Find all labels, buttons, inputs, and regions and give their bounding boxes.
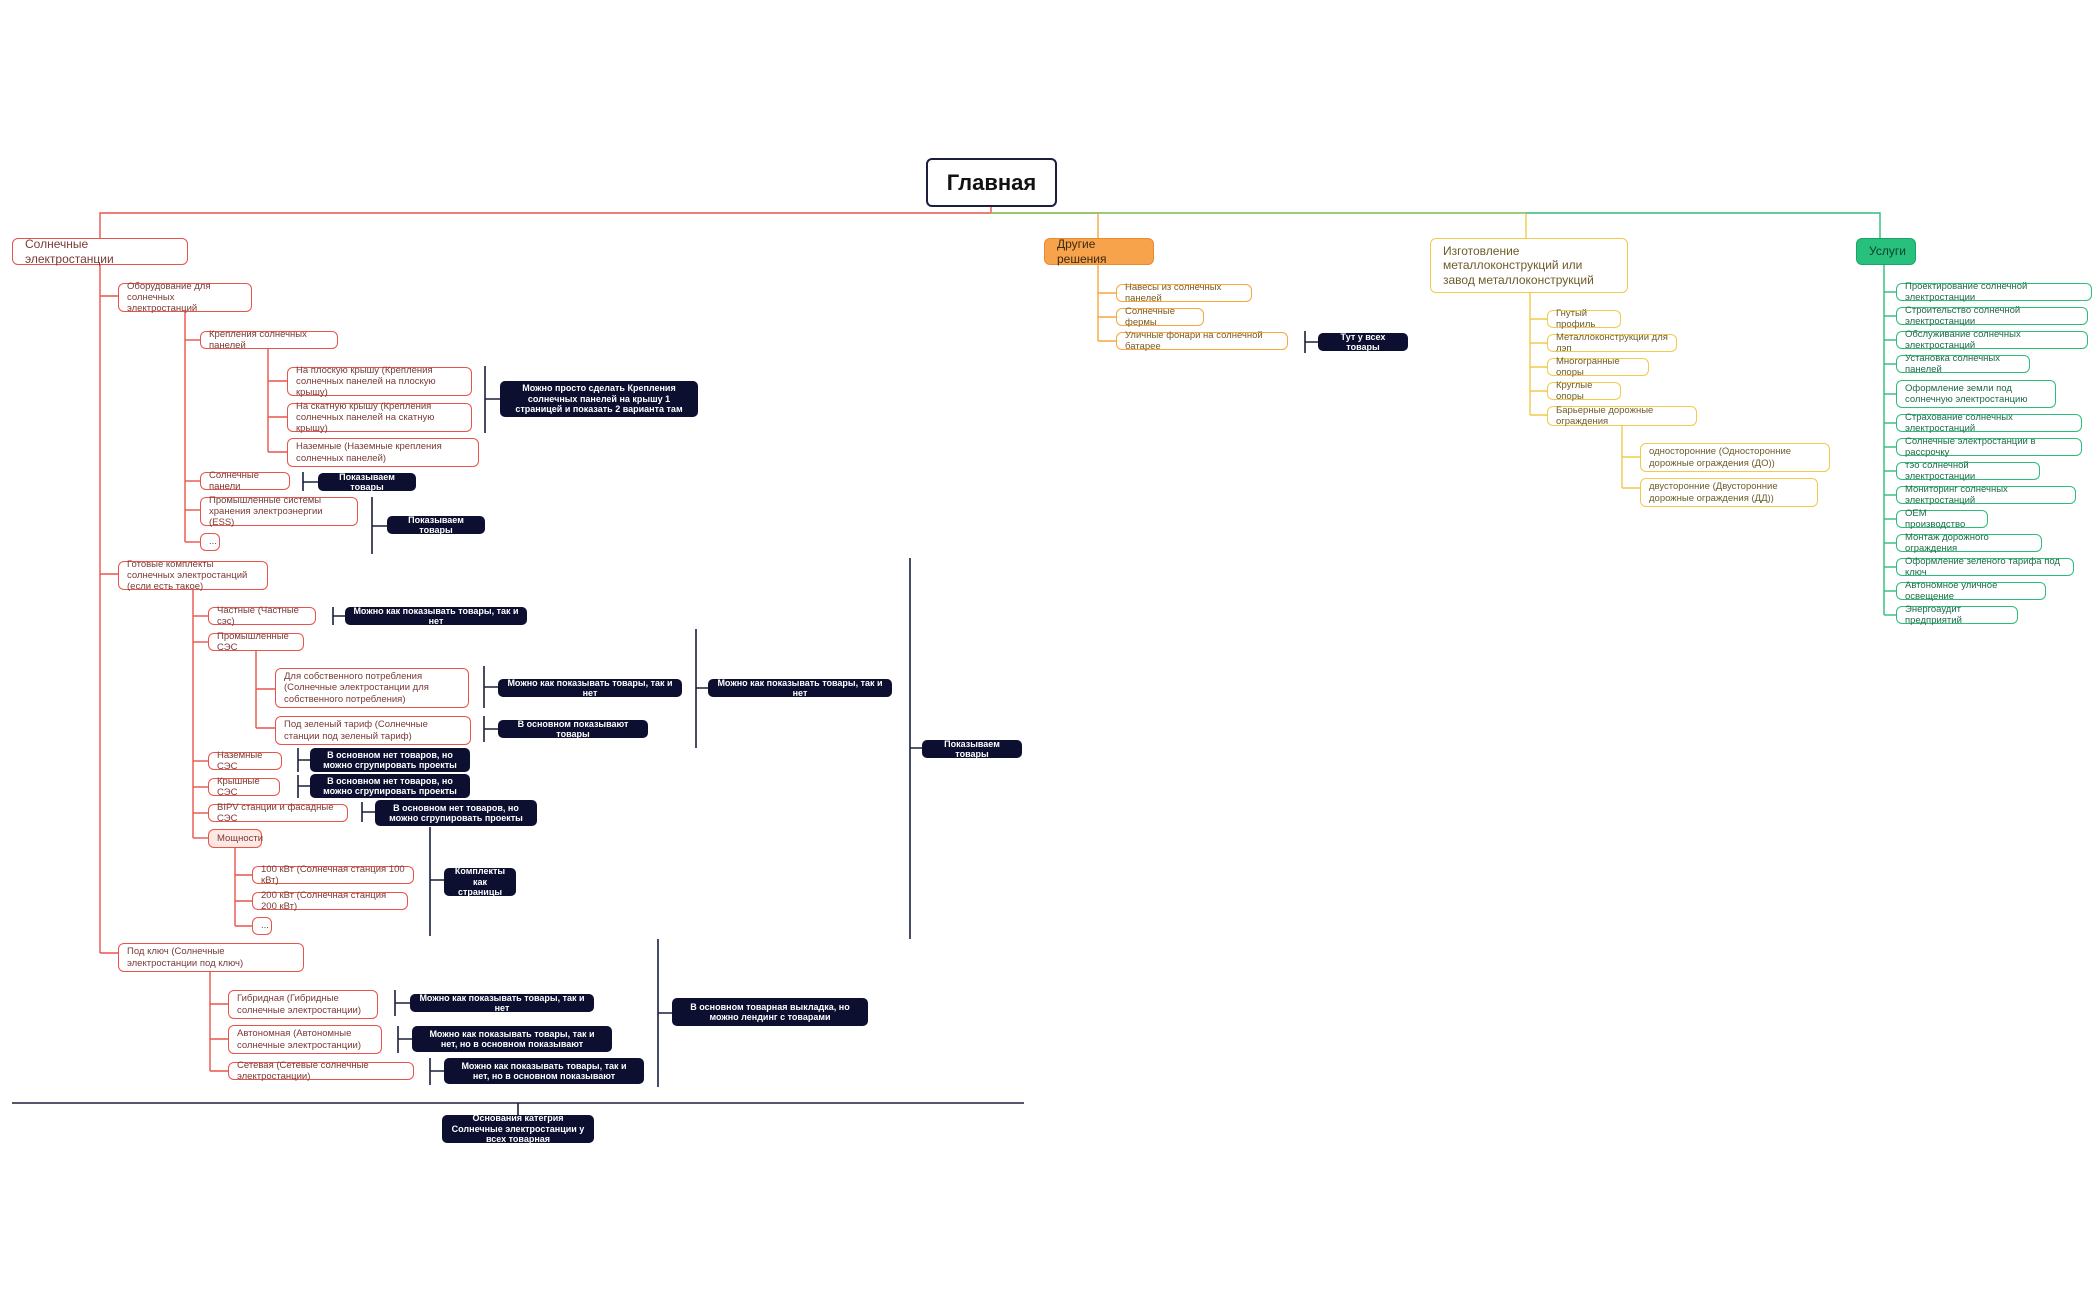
node-green-tariff[interactable]: Под зеленый тариф (Солнечные станции под… [275, 716, 471, 745]
note-other: Тут у всех товары [1318, 332, 1408, 352]
node-metal-two-sided[interactable]: двусторонние (Двусторонние дорожные огра… [1640, 478, 1818, 507]
node-metal-profile[interactable]: Гнутый профиль [1547, 308, 1621, 330]
node-turnkey[interactable]: Под ключ (Солнечные электростанции под к… [118, 943, 304, 972]
note-green-tariff: В основном показывают товары [498, 719, 648, 739]
node-mount-ground[interactable]: Наземные (Наземные крепления солнечных п… [287, 438, 479, 467]
service-item[interactable]: Установка солнечных панелей [1896, 353, 2030, 375]
node-mount-pitched[interactable]: На скатную крышу (Крепления солнечных па… [287, 401, 472, 434]
note-power: Комплекты как страницы [444, 866, 516, 897]
note-kits: Можно как показывать товары, так и нет [708, 678, 892, 698]
note-bottom: Основания категрия Солнечные электростан… [442, 1113, 594, 1144]
node-autonomous[interactable]: Автономная (Автономные солнечные электро… [228, 1025, 382, 1054]
node-kits[interactable]: Готовые комплекты солнечных электростанц… [118, 559, 268, 592]
note-own-use: Можно как показывать товары, так и нет [498, 678, 682, 698]
note-hybrid: Можно как показывать товары, так и нет [410, 993, 594, 1013]
node-ess[interactable]: Промышленные системы хранения электроэне… [200, 495, 358, 528]
node-power-more[interactable]: ... [252, 917, 272, 935]
node-metal-barriers[interactable]: Барьерные дорожные ограждения [1547, 405, 1697, 427]
service-item[interactable]: Строительство солнечной электростанции [1896, 305, 2088, 327]
note-bipv: В основном нет товаров, но можно сгрупир… [375, 800, 537, 826]
service-item[interactable]: Энергоаудит предприятий [1896, 604, 2018, 626]
category-services[interactable]: Услуги [1856, 238, 1916, 265]
note-big-products: Показываем товары [922, 739, 1022, 759]
service-item[interactable]: Проектирование солнечной электростанции [1896, 281, 2092, 303]
node-roof-ses[interactable]: Крышные СЭС [208, 776, 280, 798]
node-other-lamps[interactable]: Уличные фонари на солнечной батарее [1116, 330, 1288, 352]
note-autonomous: Можно как показывать товары, так и нет, … [412, 1026, 612, 1052]
node-equipment-more[interactable]: ... [200, 533, 220, 551]
note-mounts: Можно просто сделать Крепления солнечных… [500, 381, 698, 417]
category-other-solutions[interactable]: Другие решения [1044, 237, 1154, 266]
category-metal-structures[interactable]: Изготовление металлоконструкций или заво… [1430, 238, 1628, 293]
note-grid: Можно как показывать товары, так и нет, … [444, 1058, 644, 1084]
category-solar-stations[interactable]: Солнечные электростанции [12, 237, 188, 266]
node-metal-one-sided[interactable]: односторонние (Односторонние дорожные ог… [1640, 443, 1830, 472]
node-power-100[interactable]: 100 кВт (Солнечная станция 100 кВт) [252, 864, 414, 886]
root-node[interactable]: Главная [926, 158, 1057, 207]
service-item[interactable]: Солнечные электростанции в рассрочку [1896, 436, 2082, 458]
node-mounts[interactable]: Крепления солнечных панелей [200, 329, 338, 351]
service-item[interactable]: Обслуживание солнечных электростанций [1896, 329, 2088, 351]
service-item[interactable]: Мониторинг солнечных электростанций [1896, 484, 2076, 506]
node-other-farms[interactable]: Солнечные фермы [1116, 306, 1204, 328]
node-equipment[interactable]: Оборудование для солнечных электростанци… [118, 281, 252, 314]
note-ess: Показываем товары [387, 515, 485, 535]
service-item[interactable]: Монтаж дорожного ограждения [1896, 532, 2042, 554]
node-metal-round[interactable]: Круглые опоры [1547, 380, 1621, 402]
node-own-use[interactable]: Для собственного потребления (Солнечные … [275, 668, 469, 708]
node-power-200[interactable]: 200 кВт (Солнечная станция 200 кВт) [252, 890, 408, 912]
node-power[interactable]: Мощности [208, 829, 263, 848]
note-ground-ses: В основном нет товаров, но можно сгрупир… [310, 748, 470, 772]
node-metal-polygonal[interactable]: Многогранные опоры [1547, 356, 1649, 378]
node-grid[interactable]: Сетевая (Сетевые солнечные электростанци… [228, 1060, 414, 1082]
node-industrial[interactable]: Промышленные СЭС [208, 631, 304, 653]
note-turnkey: В основном товарная выкладка, но можно л… [672, 998, 868, 1026]
node-metal-lep[interactable]: Металлоконструкции для лэп [1547, 332, 1677, 354]
node-other-canopies[interactable]: Навесы из солнечных панелей [1116, 282, 1252, 304]
note-private: Можно как показывать товары, так и нет [345, 606, 527, 626]
node-private[interactable]: Частные (Частные сэс) [208, 605, 316, 627]
node-hybrid[interactable]: Гибридная (Гибридные солнечные электрост… [228, 990, 378, 1019]
node-mount-flat[interactable]: На плоскую крышу (Крепления солнечных па… [287, 365, 472, 398]
service-item[interactable]: Автономное уличное освещение [1896, 580, 2046, 602]
service-item[interactable]: тэо солнечной электростанции [1896, 460, 2040, 482]
node-bipv[interactable]: BIPV станции и фасадные СЭС [208, 802, 348, 824]
service-item[interactable]: Страхование солнечных электростанций [1896, 412, 2082, 434]
node-ground-ses[interactable]: Наземные СЭС [208, 750, 282, 772]
service-item[interactable]: Оформление земли под солнечную электрост… [1896, 380, 2056, 408]
service-item[interactable]: OEM производство [1896, 508, 1988, 530]
node-panels[interactable]: Солнечные панели [200, 470, 290, 492]
note-panels: Показываем товары [318, 472, 416, 492]
service-item[interactable]: Оформление зеленого тарифа под ключ [1896, 556, 2074, 578]
note-roof-ses: В основном нет товаров, но можно сгрупир… [310, 774, 470, 798]
